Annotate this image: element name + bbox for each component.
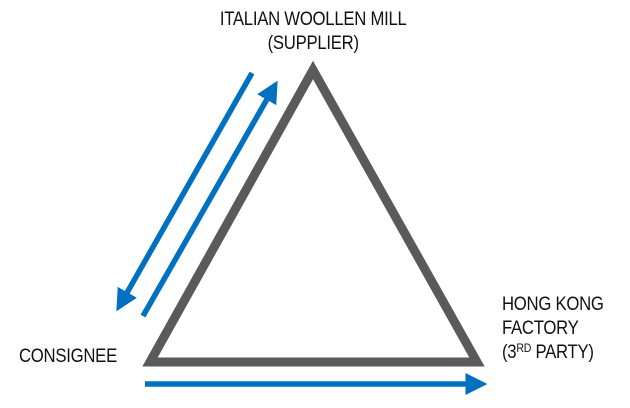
role-suffix: PARTY)	[531, 342, 594, 363]
third-party-label: HONG KONG FACTORY (3RD PARTY)	[502, 293, 604, 365]
supplier-name: ITALIAN WOOLLEN MILL	[219, 9, 407, 30]
third-party-name-line2: FACTORY	[502, 318, 579, 339]
role-prefix: (3	[502, 342, 517, 363]
trade-triangle	[142, 60, 485, 367]
arrow-supplier-to-consignee	[116, 71, 255, 312]
third-party-name-line1: HONG KONG	[502, 294, 604, 315]
supplier-label: ITALIAN WOOLLEN MILL (SUPPLIER)	[212, 8, 414, 56]
consignee-label: CONSIGNEE	[19, 345, 117, 369]
third-party-role: (3RD PARTY)	[502, 341, 604, 365]
role-superscript: RD	[516, 341, 532, 355]
consignee-name: CONSIGNEE	[19, 346, 117, 367]
supplier-role: (SUPPLIER)	[267, 33, 359, 54]
arrow-consignee-to-supplier	[140, 80, 278, 318]
